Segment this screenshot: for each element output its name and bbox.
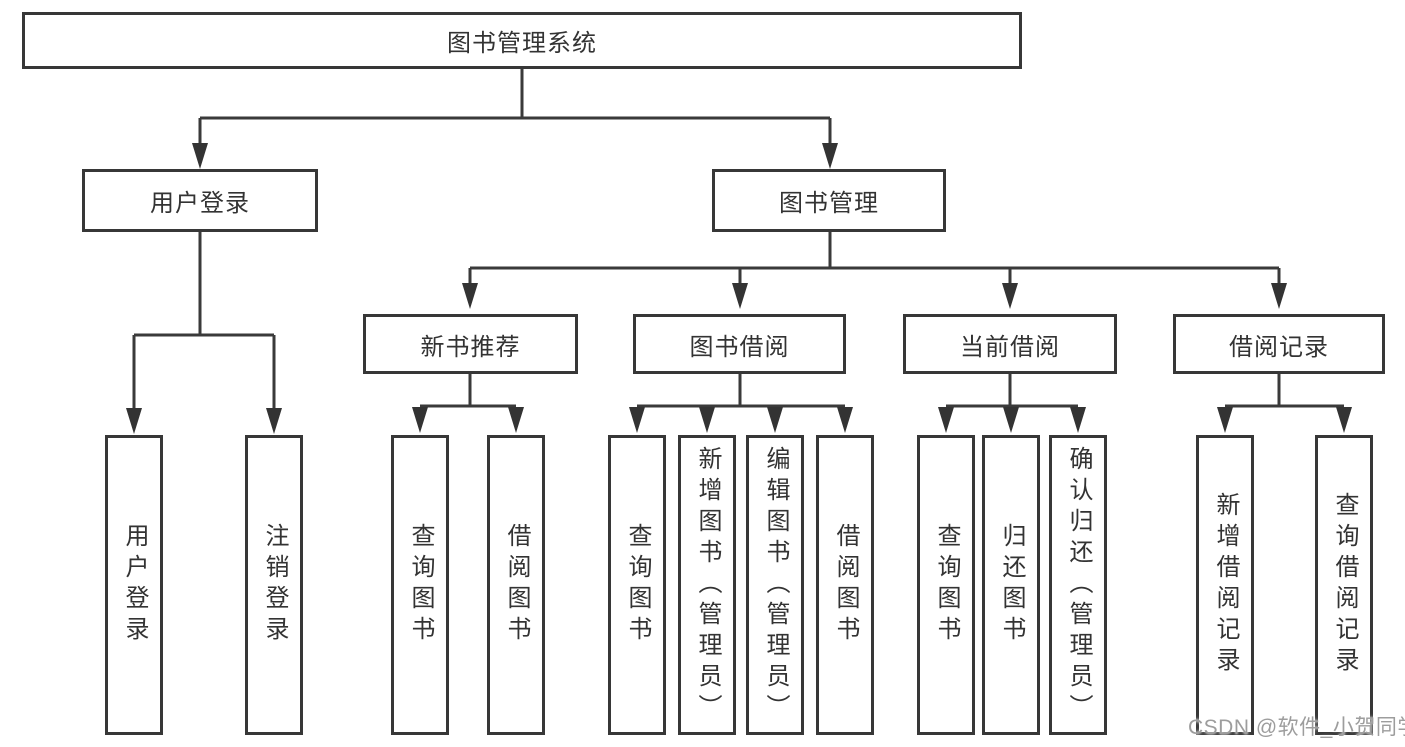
node-leaf-nbr-borrow-books: 借阅图书 xyxy=(487,435,545,735)
node-leaf-bb-edit-books-admin: 编辑图书（管理员） xyxy=(746,435,804,735)
node-current-borrow: 当前借阅 xyxy=(903,314,1117,374)
node-new-book-recommend: 新书推荐 xyxy=(363,314,578,374)
node-leaf-bb-borrow-books: 借阅图书 xyxy=(816,435,874,735)
node-leaf-cb-return-books: 归还图书 xyxy=(982,435,1040,735)
csdn-watermark: CSDN @软件_小贺同学 xyxy=(1188,716,1405,739)
node-user-login: 用户登录 xyxy=(82,169,318,232)
node-root: 图书管理系统 xyxy=(22,12,1022,69)
node-leaf-user-login: 用户登录 xyxy=(105,435,163,735)
node-book-management: 图书管理 xyxy=(712,169,946,232)
node-leaf-bb-query-books: 查询图书 xyxy=(608,435,666,735)
node-leaf-br-add-record: 新增借阅记录 xyxy=(1196,435,1254,735)
node-leaf-nbr-query-books: 查询图书 xyxy=(391,435,449,735)
node-leaf-logout: 注销登录 xyxy=(245,435,303,735)
node-leaf-cb-confirm-return-admin: 确认归还（管理员） xyxy=(1049,435,1107,735)
node-leaf-cb-query-books: 查询图书 xyxy=(917,435,975,735)
node-leaf-br-query-record: 查询借阅记录 xyxy=(1315,435,1373,735)
node-leaf-bb-add-books-admin: 新增图书（管理员） xyxy=(678,435,736,735)
node-book-borrow: 图书借阅 xyxy=(633,314,846,374)
node-borrow-records: 借阅记录 xyxy=(1173,314,1385,374)
